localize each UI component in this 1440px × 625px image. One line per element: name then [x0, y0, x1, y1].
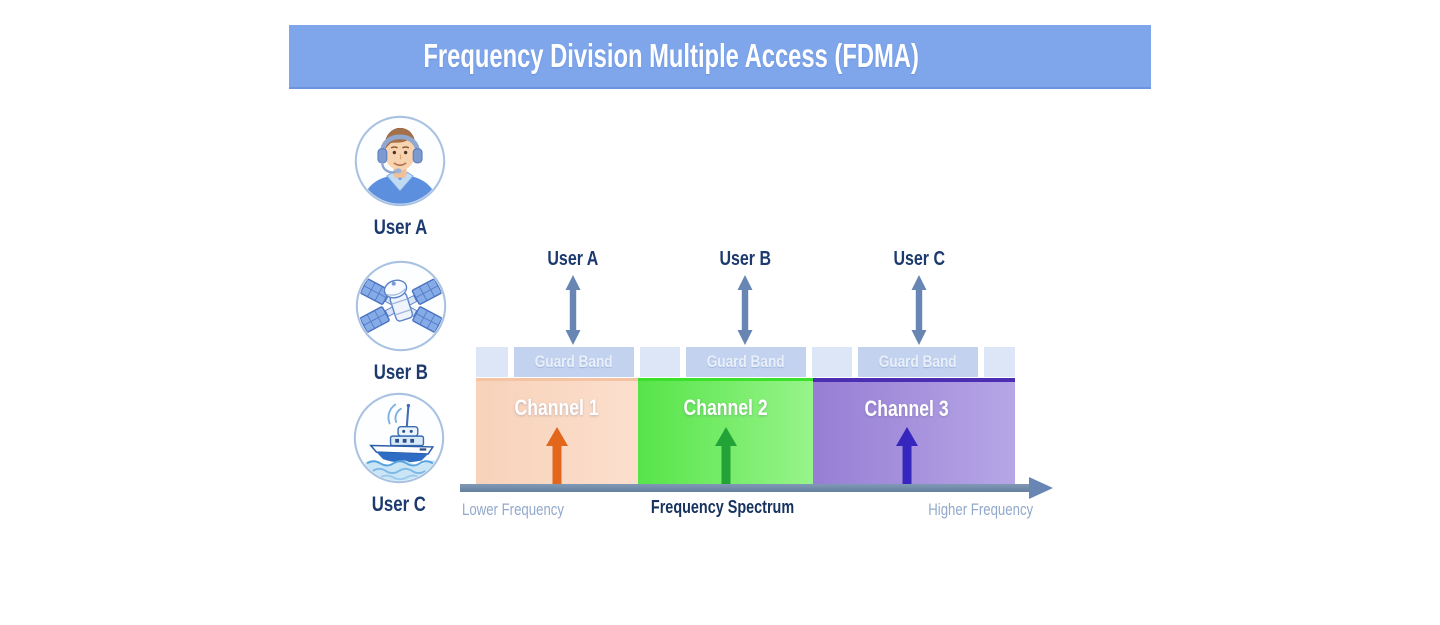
channel-3: Channel 3	[813, 378, 1015, 485]
frequency-spectrum-label: Frequency Spectrum	[651, 497, 795, 517]
page-title: Frequency Division Multiple Access (FDMA…	[423, 37, 919, 74]
guard-band-strip: Guard Band Guard Band Guard Band	[476, 347, 1015, 377]
frequency-channels: Channel 1 Channel 2 Channel 3	[476, 378, 1015, 485]
user-a-pointer: User A	[513, 247, 633, 345]
guard-band-spacer	[640, 347, 680, 377]
lower-frequency-label: Lower Frequency	[462, 501, 564, 519]
up-arrow-icon	[896, 427, 918, 485]
user-b-legend: User B	[353, 259, 449, 385]
frequency-axis	[460, 484, 1032, 492]
guard-band-label: Guard Band	[535, 352, 613, 371]
guard-band-box-1: Guard Band	[514, 347, 634, 377]
user-c-pointer: User C	[859, 247, 979, 345]
double-arrow-icon	[565, 275, 581, 345]
satellite-icon	[355, 260, 447, 352]
user-b-legend-label: User B	[373, 361, 429, 384]
channel-1: Channel 1	[476, 378, 638, 485]
axis-arrowhead-icon	[1029, 477, 1053, 499]
user-c-pointer-label: User C	[893, 248, 945, 270]
user-a-legend-label: User A	[373, 216, 427, 239]
guard-band-box-3: Guard Band	[858, 347, 978, 377]
guard-band-label: Guard Band	[707, 352, 785, 371]
guard-band-spacer	[812, 347, 852, 377]
user-b-pointer: User B	[685, 247, 805, 345]
user-a-pointer-label: User A	[547, 248, 599, 270]
up-arrow-icon	[714, 427, 737, 485]
double-arrow-icon	[911, 275, 927, 345]
channel-3-label: Channel 3	[864, 396, 950, 421]
user-c-legend: User C	[351, 391, 447, 517]
guard-band-spacer	[984, 347, 1015, 377]
channel-2: Channel 2	[638, 378, 813, 485]
channel-1-label: Channel 1	[514, 395, 600, 420]
double-arrow-icon	[737, 275, 753, 345]
guard-band-box-2: Guard Band	[686, 347, 806, 377]
user-a-legend: User A	[352, 114, 448, 240]
guard-band-label: Guard Band	[879, 352, 957, 371]
headset-operator-icon	[354, 115, 446, 207]
guard-band-spacer	[476, 347, 508, 377]
user-c-legend-label: User C	[371, 493, 427, 516]
title-banner: Frequency Division Multiple Access (FDMA…	[289, 25, 1151, 89]
up-arrow-icon	[546, 427, 568, 485]
channel-2-label: Channel 2	[683, 395, 768, 420]
ship-icon	[353, 392, 445, 484]
higher-frequency-label: Higher Frequency	[928, 501, 1033, 519]
user-b-pointer-label: User B	[719, 248, 771, 270]
